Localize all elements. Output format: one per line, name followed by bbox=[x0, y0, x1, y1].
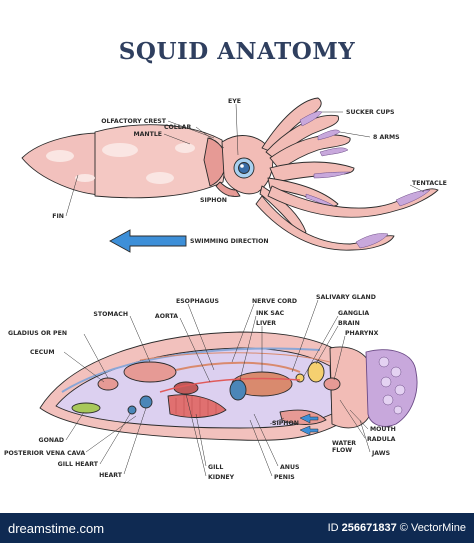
siphon-shape bbox=[215, 181, 241, 197]
label-ganglia: GANGLIA bbox=[338, 310, 370, 317]
label-heart: HEART bbox=[99, 472, 122, 479]
label-pharynx: PHARYNX bbox=[345, 330, 379, 337]
footer-credit: © VectorMine bbox=[399, 522, 466, 534]
gill-organ bbox=[167, 394, 227, 418]
ink-sac-organ bbox=[229, 379, 247, 401]
footer-id-value: 256671837 bbox=[341, 522, 397, 534]
stomach-organ bbox=[123, 361, 177, 383]
label-eye: EYE bbox=[228, 98, 241, 105]
label-olfactory-crest: OLFACTORY CREST bbox=[101, 118, 166, 125]
label-tentacle: TENTACLE bbox=[412, 180, 447, 187]
label-nerve-cord: NERVE CORD bbox=[252, 298, 298, 305]
label-aorta: AORTA bbox=[154, 313, 178, 320]
footer-id-prefix: ID bbox=[327, 522, 339, 534]
footer-id: ID 256671837 © VectorMine bbox=[328, 522, 466, 534]
heart-organ bbox=[139, 395, 153, 409]
label-siphon-bottom: SIPHON bbox=[272, 420, 299, 427]
footer-bar: dreamstime.com ID 256671837 © VectorMine bbox=[0, 513, 474, 543]
label-mouth: MOUTH bbox=[370, 426, 396, 433]
label-gill-heart: GILL HEART bbox=[57, 461, 98, 468]
label-kidney: KIDNEY bbox=[208, 474, 235, 481]
external-squid bbox=[21, 97, 439, 251]
gonad-organ bbox=[71, 402, 101, 414]
label-posterior-vena-cava: POSTERIOR VENA CAVA bbox=[4, 450, 86, 457]
label-8-arms: 8 ARMS bbox=[373, 134, 400, 141]
gill-heart-organ bbox=[127, 405, 137, 415]
label-cecum: CECUM bbox=[30, 349, 55, 356]
swimming-direction-arrow bbox=[109, 229, 187, 253]
label-esophagus: ESOPHAGUS bbox=[176, 298, 220, 305]
label-fin: FIN bbox=[52, 213, 64, 220]
label-collar: COLLAR bbox=[164, 124, 192, 131]
label-swimming-direction: SWIMMING DIRECTION bbox=[190, 238, 269, 245]
label-siphon-top: SIPHON bbox=[200, 197, 227, 204]
pharynx-organ bbox=[323, 377, 341, 391]
label-gonad: GONAD bbox=[38, 437, 64, 444]
label-penis: PENIS bbox=[274, 474, 295, 481]
label-brain: BRAIN bbox=[338, 320, 360, 327]
label-mantle: MANTLE bbox=[133, 131, 162, 138]
label-radula: RADULA bbox=[367, 436, 396, 443]
label-anus: ANUS bbox=[280, 464, 300, 471]
label-gladius: GLADIUS OR PEN bbox=[8, 330, 68, 337]
squid-illustration bbox=[21, 97, 439, 477]
brain-organ bbox=[307, 361, 325, 383]
label-gill: GILL bbox=[208, 464, 224, 471]
label-water-flow: WATER FLOW bbox=[332, 440, 357, 454]
page-title: SQUID ANATOMY bbox=[118, 38, 356, 65]
label-ink-sac: INK SAC bbox=[256, 310, 285, 317]
label-stomach: STOMACH bbox=[93, 311, 128, 318]
label-sucker-cups: SUCKER CUPS bbox=[346, 109, 395, 116]
label-jaws: JAWS bbox=[372, 450, 391, 457]
label-salivary-gland: SALIVARY GLAND bbox=[316, 294, 376, 301]
internal-squid bbox=[39, 331, 418, 441]
label-liver: LIVER bbox=[256, 320, 277, 327]
footer-brand[interactable]: dreamstime.com bbox=[8, 521, 105, 536]
